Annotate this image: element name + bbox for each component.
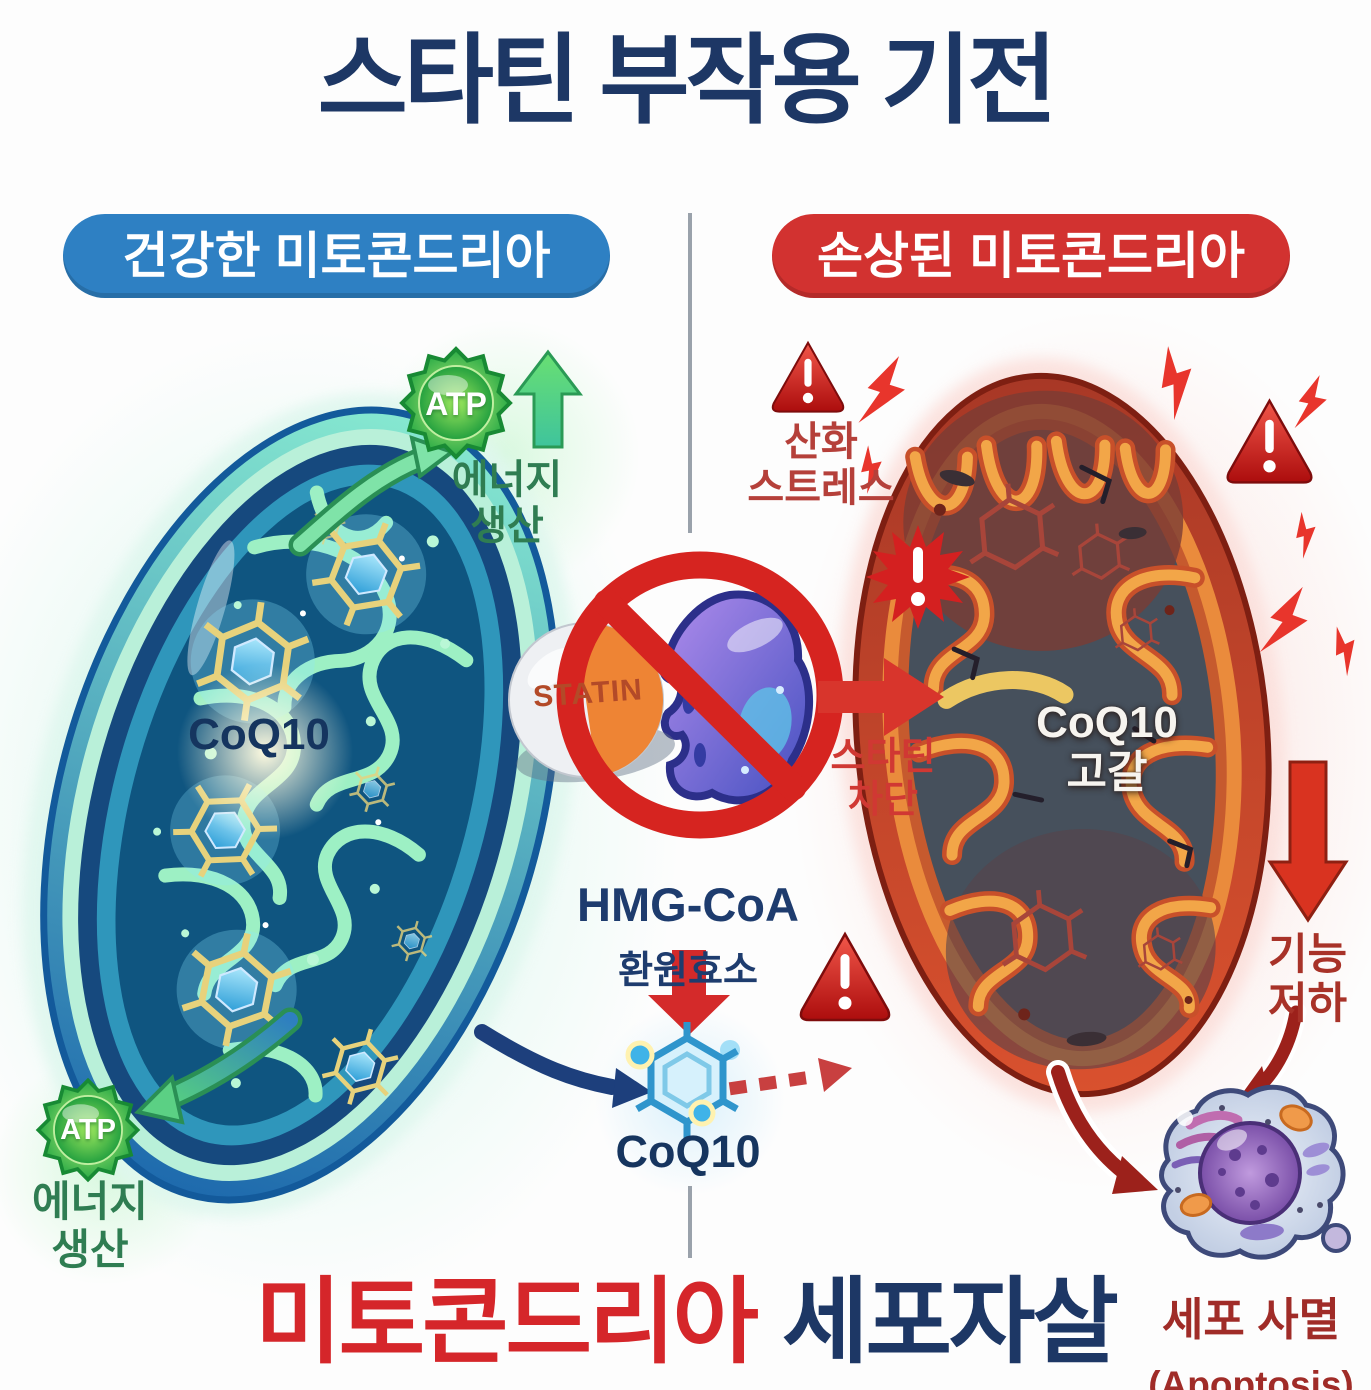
- lightning-icon: [1293, 372, 1332, 434]
- lightning-icon: [856, 350, 915, 434]
- damaged-mitochondria-banner: 손상된 미토콘드리아: [772, 214, 1290, 298]
- up-arrow-icon: [512, 349, 584, 449]
- lightning-icon: [1290, 509, 1323, 560]
- coq10-glow: [177, 664, 353, 840]
- apoptotic-cell-illustration: [1159, 1084, 1351, 1260]
- healthy-mitochondria-banner: 건강한 미토콘드리아: [63, 214, 610, 298]
- panel-divider-bottom: [688, 1186, 692, 1258]
- lightning-icon: [1325, 622, 1368, 677]
- lightning-icon: [1150, 341, 1205, 421]
- warning-icon: [799, 932, 891, 1022]
- coq10-molecule-icon: [625, 1022, 740, 1138]
- warning-icon: [771, 341, 845, 413]
- panel-divider-top: [688, 213, 692, 533]
- coq10-supply-arrow: [474, 1024, 652, 1108]
- warning-icon: [1226, 399, 1313, 484]
